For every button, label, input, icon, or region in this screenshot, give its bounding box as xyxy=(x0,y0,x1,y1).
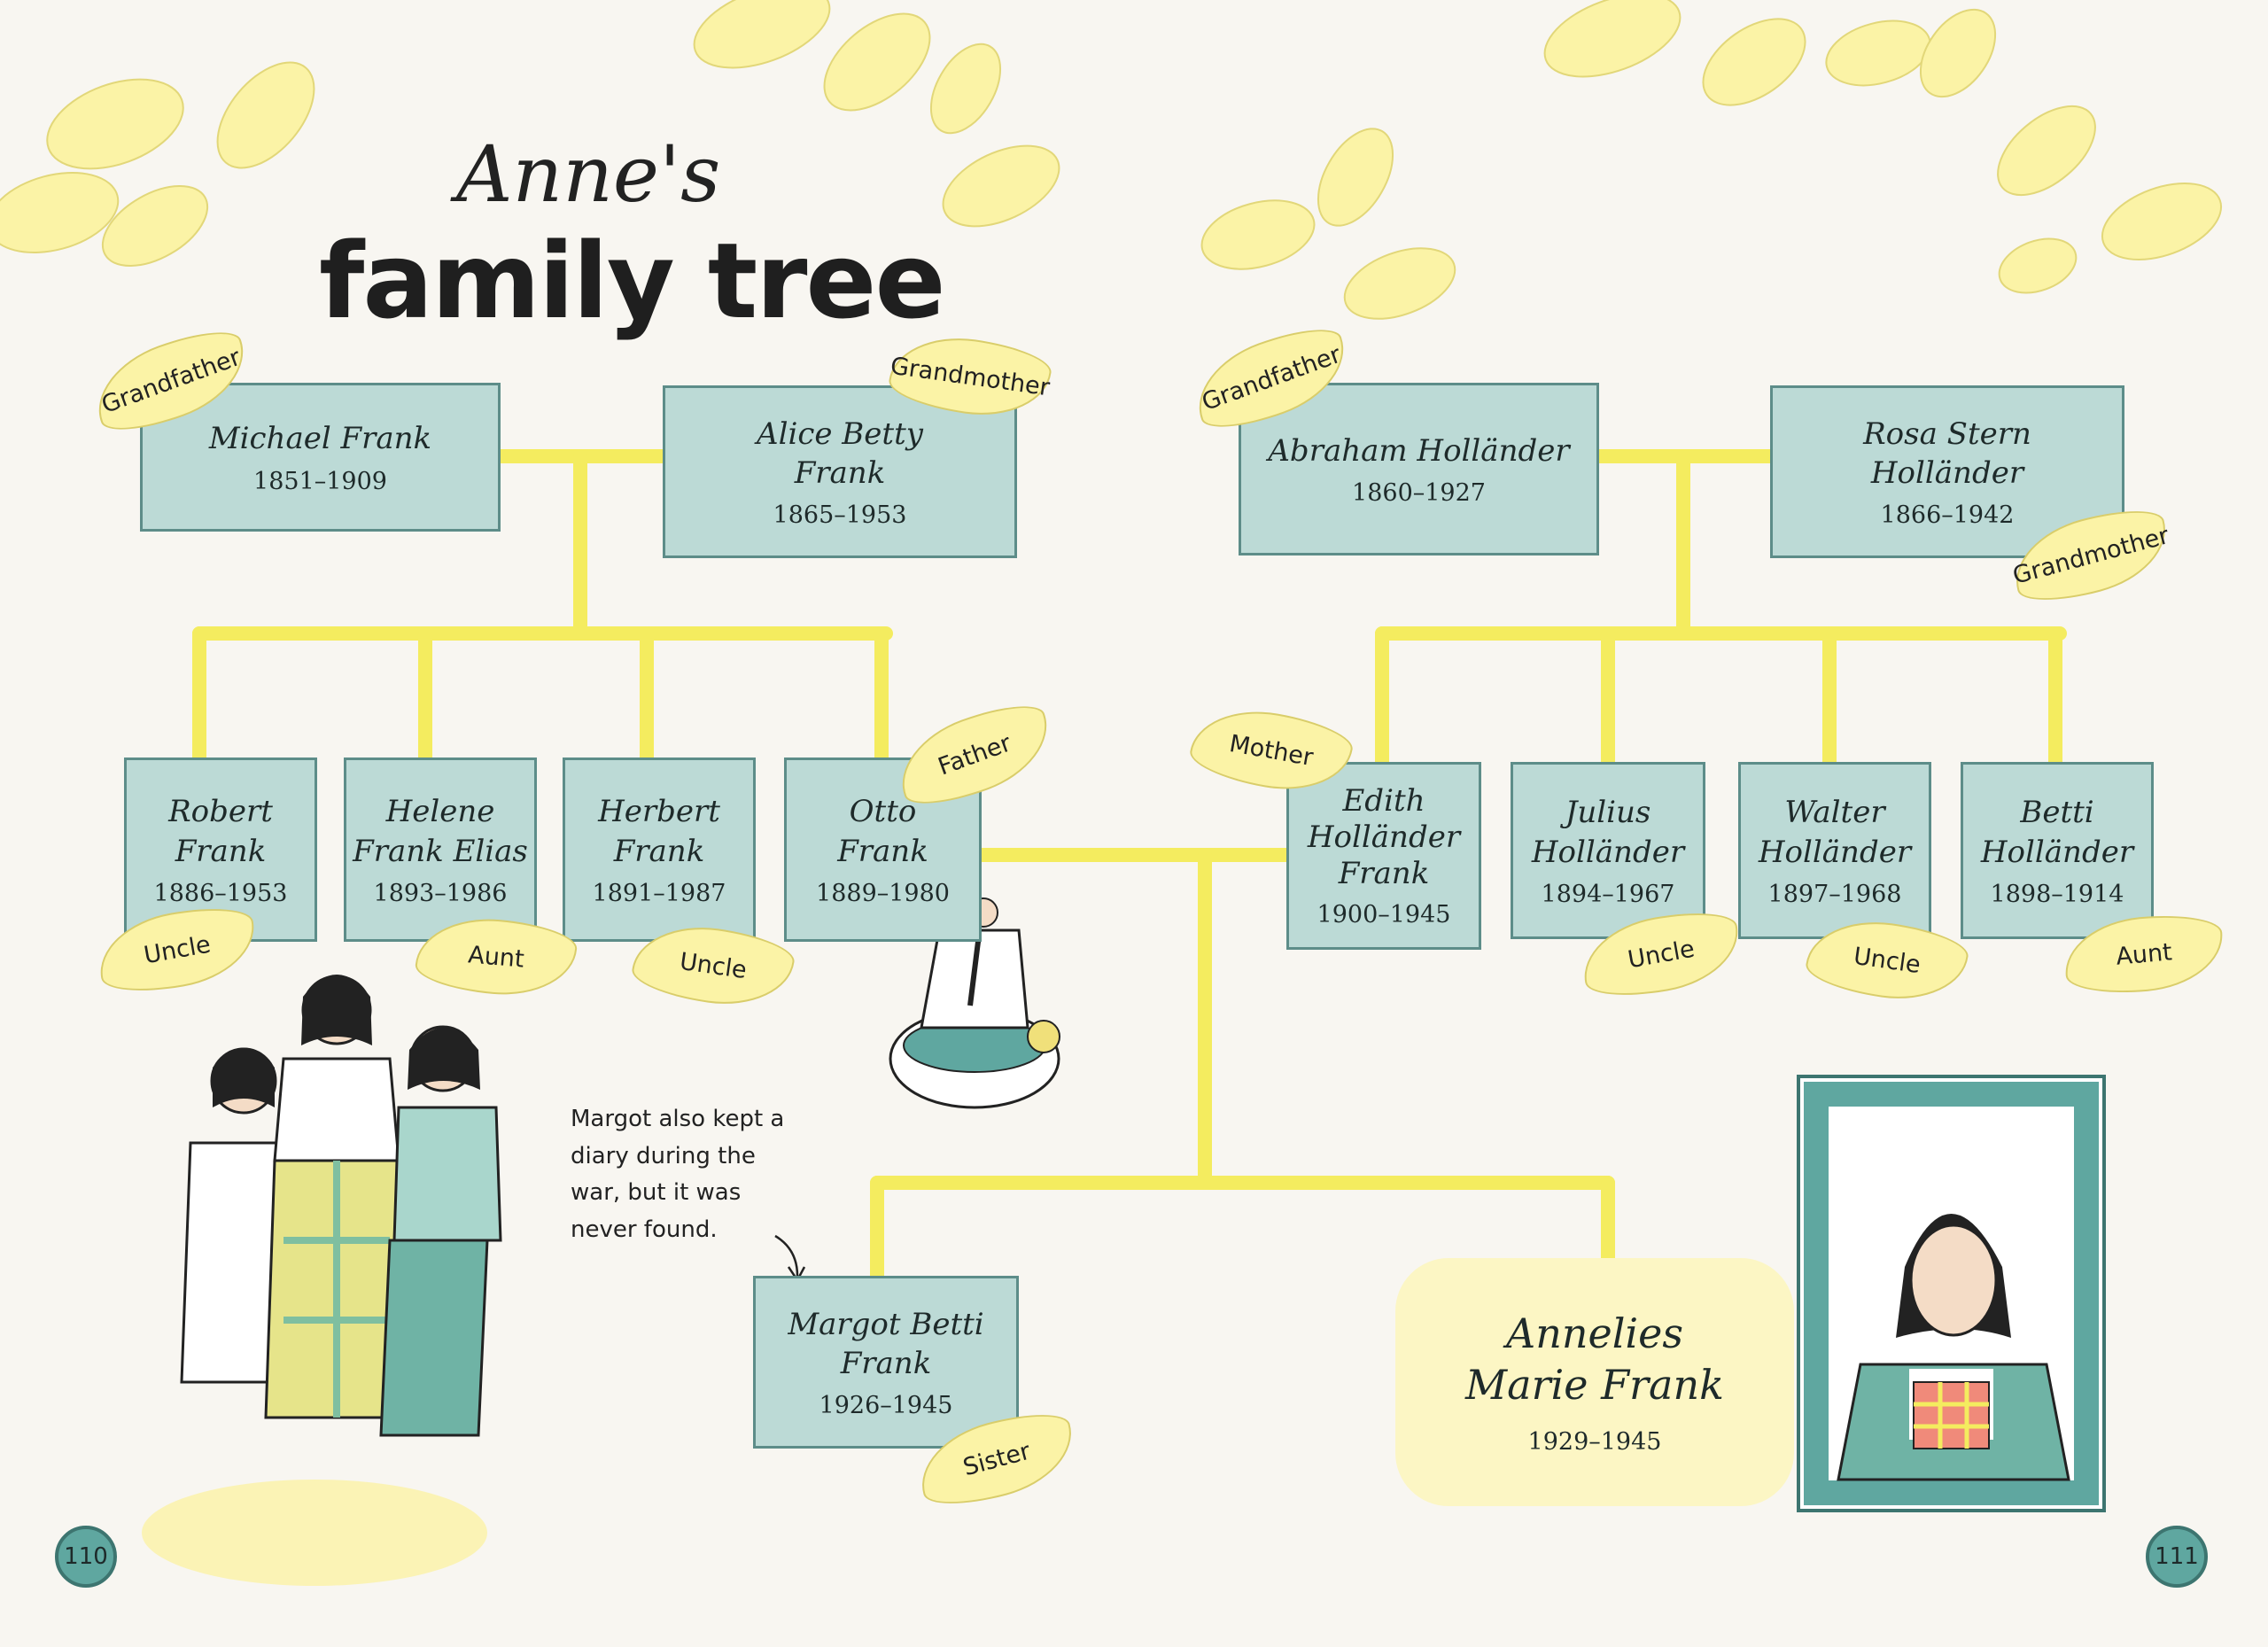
person-name: Alice Betty Frank xyxy=(757,416,923,491)
three-siblings-illustration xyxy=(142,975,502,1586)
person-years: 1898–1914 xyxy=(1990,880,2124,908)
person-name: Margot Betti Frank xyxy=(788,1306,984,1381)
person-name: Annelies Marie Frank xyxy=(1465,1309,1724,1409)
person-name: Otto Frank xyxy=(837,794,928,869)
person-box-julius-hollander: Julius Holländer 1894–1967 xyxy=(1511,762,1705,939)
person-years: 1865–1953 xyxy=(773,501,907,530)
person-bubble-annelies-marie-frank: Annelies Marie Frank 1929–1945 xyxy=(1395,1258,1794,1506)
person-name: Rosa Stern Holländer xyxy=(1863,416,2031,491)
person-name: Edith Holländer Frank xyxy=(1307,783,1461,891)
person-name: Abraham Holländer xyxy=(1268,432,1570,469)
person-years: 1926–1945 xyxy=(819,1392,953,1420)
otto-holding-baby-illustration xyxy=(889,897,1060,1109)
person-box-helene-frank-elias: Helene Frank Elias 1893–1986 xyxy=(344,757,537,942)
person-box-margot-betti-frank: Margot Betti Frank 1926–1945 xyxy=(753,1276,1019,1449)
person-years: 1897–1968 xyxy=(1767,880,1902,908)
person-years: 1893–1986 xyxy=(373,879,508,907)
margot-diary-note: Margot also kept a diary during the war,… xyxy=(571,1106,785,1243)
person-name: Walter Holländer xyxy=(1758,795,1912,870)
person-name: Herbert Frank xyxy=(598,794,720,869)
person-years: 1900–1945 xyxy=(1317,900,1451,928)
person-years: 1929–1945 xyxy=(1527,1428,1662,1456)
title-family-tree: family tree xyxy=(319,220,945,342)
person-box-alice-betty-frank: Alice Betty Frank 1865–1953 xyxy=(663,385,1017,558)
person-box-otto-frank: Otto Frank 1889–1980 xyxy=(784,757,982,942)
person-years: 1851–1909 xyxy=(253,467,387,495)
person-name: Helene Frank Elias xyxy=(353,794,528,869)
person-box-rosa-stern-hollander: Rosa Stern Holländer 1866–1942 xyxy=(1770,385,2124,558)
person-name: Betti Holländer xyxy=(1980,795,2134,870)
person-name: Julius Holländer xyxy=(1531,795,1685,870)
person-box-walter-hollander: Walter Holländer 1897–1968 xyxy=(1738,762,1931,939)
person-box-michael-frank: Michael Frank 1851–1909 xyxy=(140,383,501,532)
person-years: 1886–1953 xyxy=(153,879,288,907)
person-box-edith-hollander-frank: Edith Holländer Frank 1900–1945 xyxy=(1286,762,1481,950)
person-name: Robert Frank xyxy=(168,794,273,869)
person-years: 1889–1980 xyxy=(816,879,950,907)
title-annes: Anne's xyxy=(456,128,721,220)
person-box-herbert-frank: Herbert Frank 1891–1987 xyxy=(563,757,756,942)
person-name: Michael Frank xyxy=(208,421,432,457)
decorative-leaves xyxy=(0,0,2223,320)
person-box-abraham-hollander: Abraham Holländer 1860–1927 xyxy=(1239,383,1599,555)
person-years: 1891–1987 xyxy=(592,879,726,907)
page-number-right: 111 xyxy=(2146,1526,2208,1588)
page-number-left: 110 xyxy=(55,1526,117,1588)
person-years: 1894–1967 xyxy=(1541,880,1675,908)
person-years: 1866–1942 xyxy=(1880,501,2015,530)
person-box-betti-hollander: Betti Holländer 1898–1914 xyxy=(1961,762,2154,939)
anne-portrait-illustration xyxy=(1797,1075,2106,1512)
person-years: 1860–1927 xyxy=(1352,479,1486,508)
